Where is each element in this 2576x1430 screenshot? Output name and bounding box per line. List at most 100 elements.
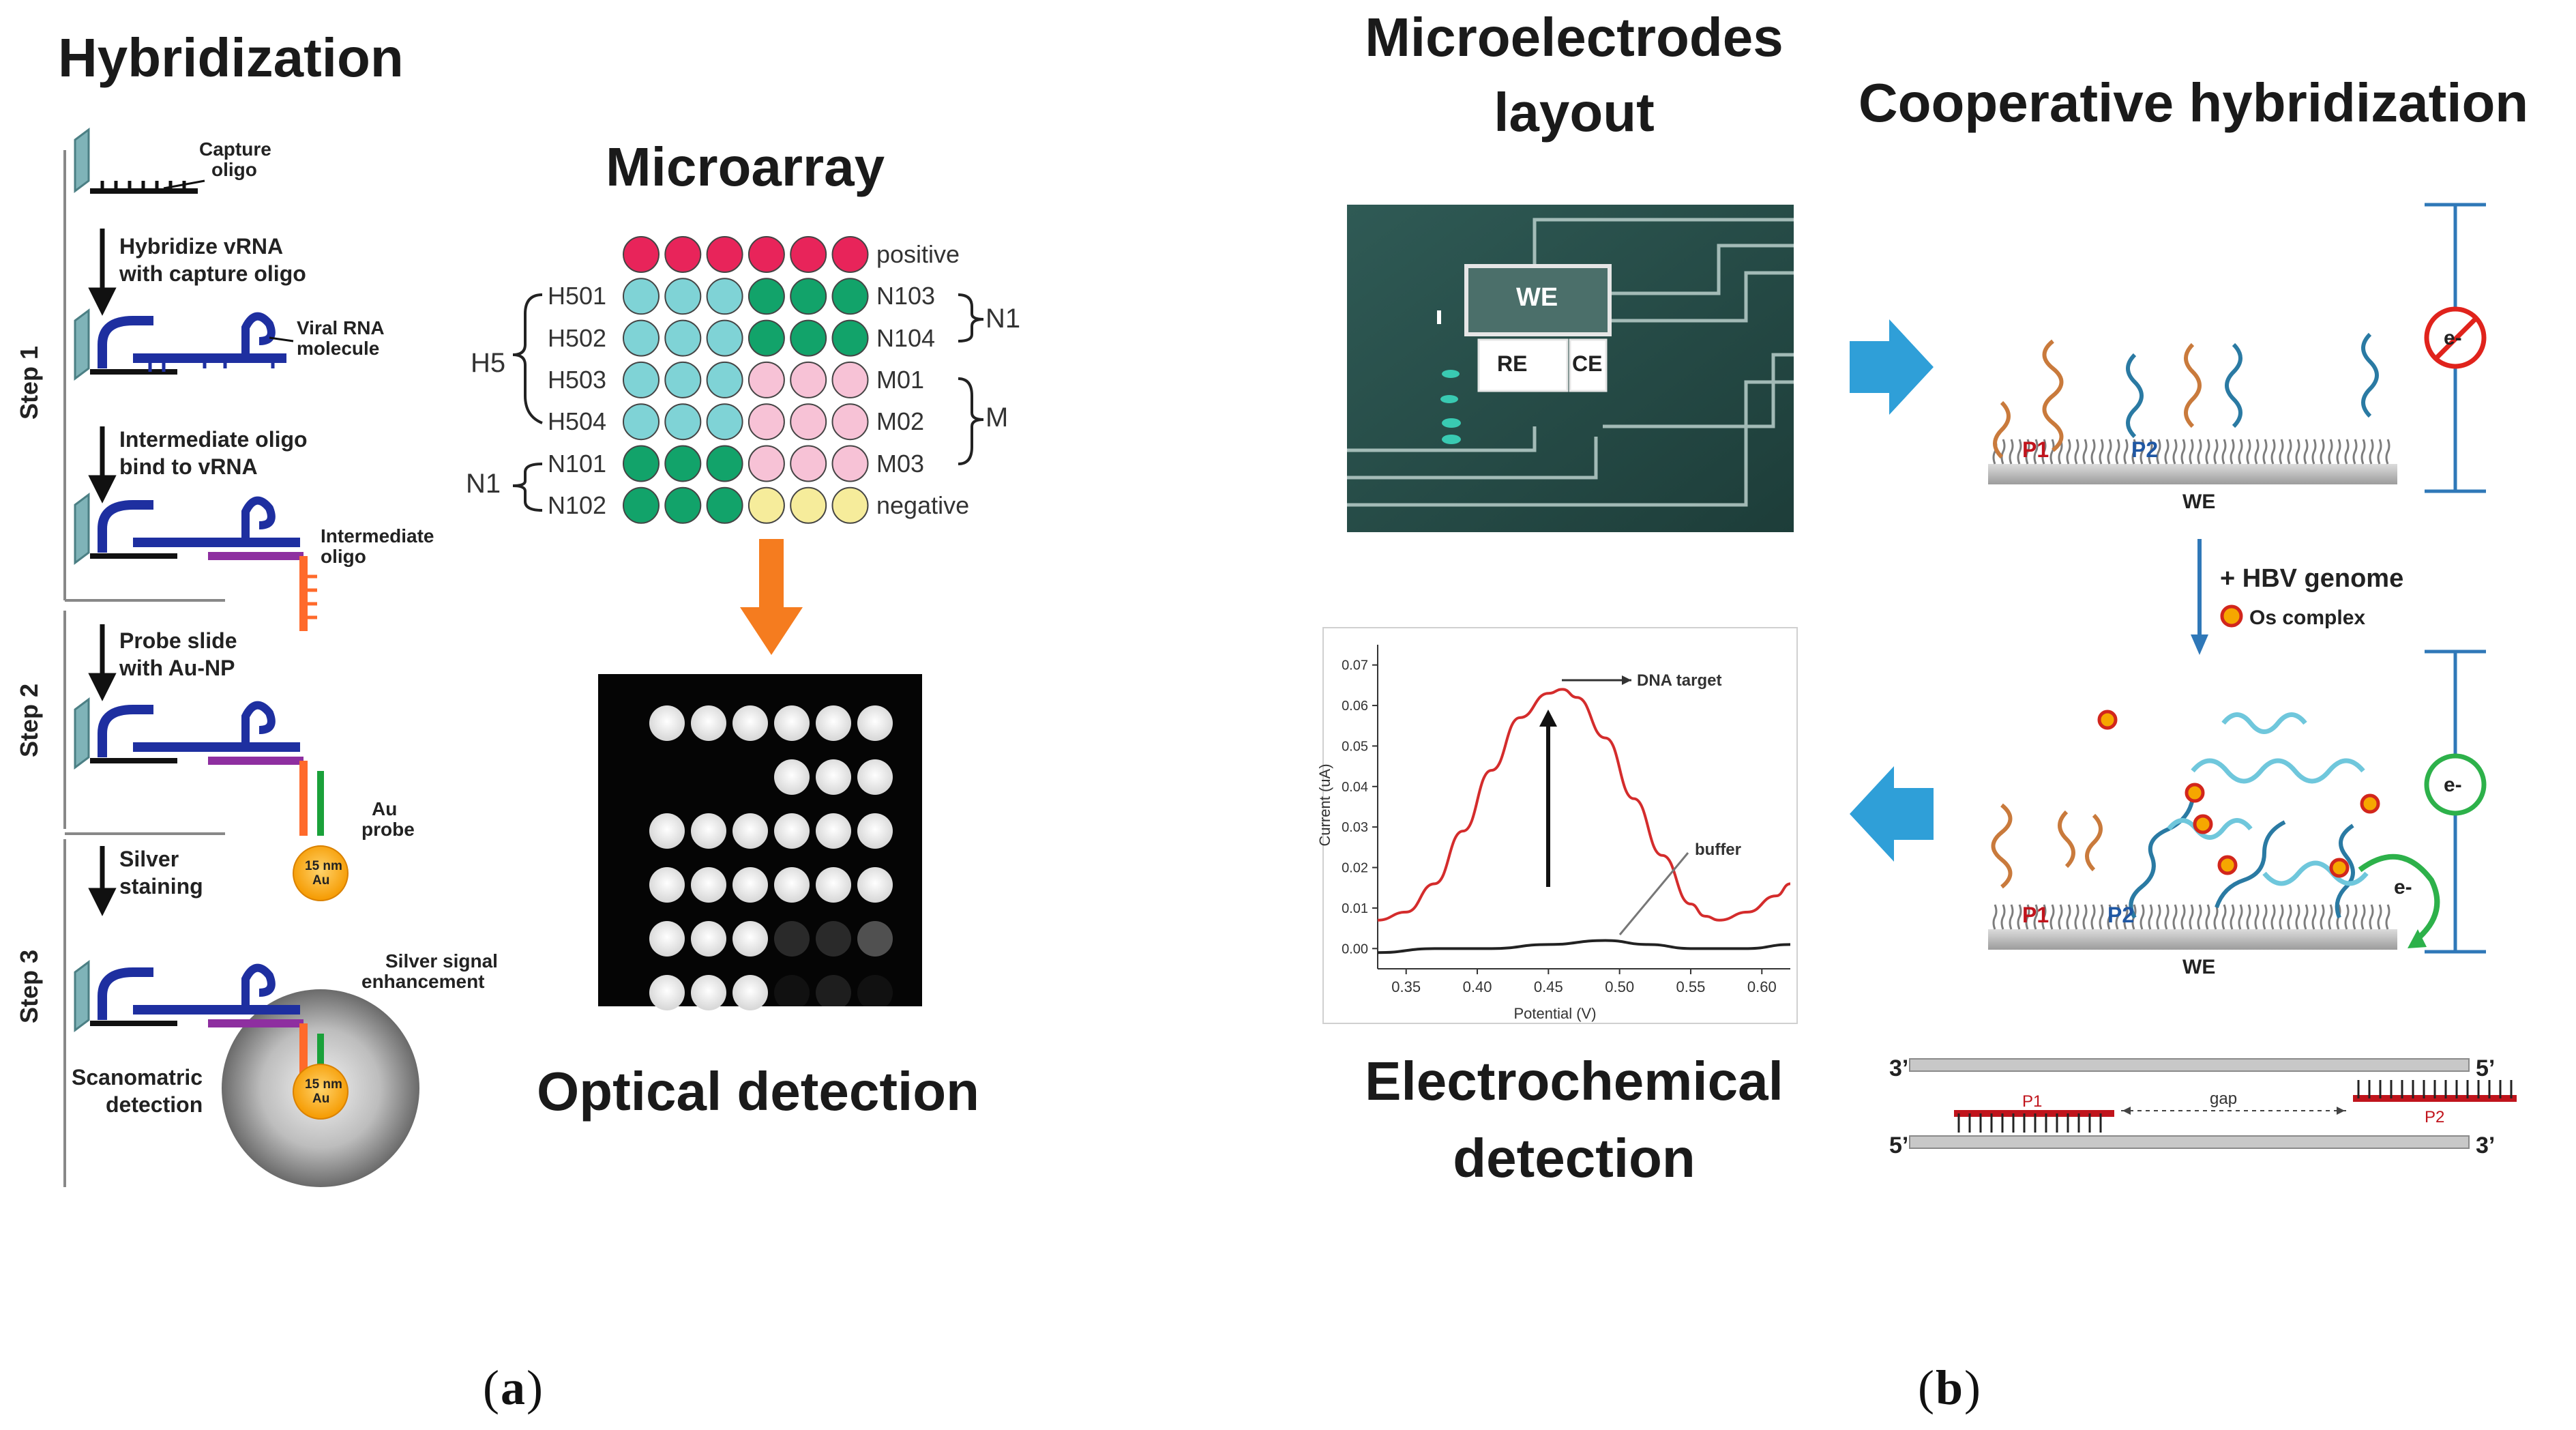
p1-label-top: P1: [2022, 437, 2049, 462]
ma-left-label-2: H503: [548, 366, 606, 394]
au-probe-label-2: probe: [361, 819, 415, 840]
microarray-spot: [623, 236, 660, 273]
microarray-spot: [706, 486, 743, 524]
step-dividers: [63, 150, 225, 1187]
microarray-spot: [623, 319, 660, 357]
step-arrows: [88, 229, 117, 916]
scanomatric-line-2: detection: [106, 1092, 203, 1117]
silver-signal-line-2: enhancement: [361, 971, 485, 992]
au-np-label-4: Au: [312, 1092, 329, 1106]
electron-transfer: e-: [2394, 876, 2412, 899]
increase-arrow-head: [1539, 710, 1557, 727]
optical-spot: [857, 921, 893, 957]
dna-target-leader-head: [1622, 675, 1631, 685]
hybridization-title: Hybridization: [58, 27, 404, 88]
ma-left-label-1: H502: [548, 324, 606, 352]
caption-b-open: (: [1918, 1360, 1934, 1415]
scanomatric-line-1: Scanomatric: [72, 1065, 203, 1090]
microarray-spot: [747, 236, 785, 273]
vrna-complex-1: [90, 312, 286, 375]
microarray-spot: [623, 486, 660, 524]
group-n1-left: N1: [466, 469, 501, 499]
gap-top-5prime: 5’: [2476, 1055, 2495, 1081]
optical-spot: [816, 867, 851, 903]
capture-label-1: Capture: [199, 138, 271, 160]
silver-signal-line-1: Silver signal: [385, 950, 498, 972]
group-h5: H5: [471, 348, 505, 378]
orange-down-arrow: [740, 539, 803, 655]
optical-spot: [857, 759, 893, 795]
optical-spot: [691, 813, 726, 849]
au-np-label-3: 15 nm: [305, 1077, 342, 1092]
ma-right-label-4: M02: [876, 407, 924, 435]
microarray-spot: [747, 403, 785, 441]
y-tick-label: 0.02: [1342, 861, 1368, 876]
ma-right-label-3: M01: [876, 366, 924, 394]
optical-spot: [649, 867, 685, 903]
vrna-complex-3: [90, 701, 349, 901]
step-2-label: Step 2: [15, 684, 43, 757]
ma-left-label-4: N101: [548, 450, 606, 478]
microarray-spot: [664, 403, 702, 441]
microarray-title: Microarray: [606, 136, 885, 197]
y-tick-label: 0.07: [1342, 658, 1368, 673]
hybridize-line-2: with capture oligo: [119, 261, 306, 286]
x-axis-label: Potential (V): [1513, 1005, 1596, 1022]
cooperative-title: Cooperative hybridization: [1859, 72, 2528, 133]
optical-spot: [732, 975, 768, 1010]
optical-spots: [649, 705, 893, 1010]
optical-spot: [649, 975, 685, 1010]
microarray-spot: [706, 319, 743, 357]
we-electrode-label: WE: [1516, 283, 1558, 312]
microarray-spot: [706, 403, 743, 441]
ce-electrode-label: CE: [1572, 351, 1602, 376]
ma-left-label-0: H501: [548, 282, 606, 310]
microarray-spot: [790, 319, 827, 357]
x-tick-label: 0.40: [1463, 978, 1492, 995]
microarray-spot: [623, 361, 660, 398]
we-label-top: WE: [2182, 491, 2215, 513]
microarray-labels: positive N103 N104 M01 M02 M03 negative …: [466, 240, 1020, 519]
optical-spot: [857, 975, 893, 1010]
gap-diagram: [1909, 1058, 2517, 1149]
microarray-spot: [664, 236, 702, 273]
ma-right-label-6: negative: [876, 491, 969, 519]
viral-rna-line-1: Viral RNA: [297, 317, 385, 338]
ma-left-label-5: N102: [548, 491, 606, 519]
microarray-spot: [706, 361, 743, 398]
caption-a-letter: a: [501, 1360, 525, 1415]
microarray-spot: [706, 278, 743, 315]
intermediate-line-1: Intermediate oligo: [119, 427, 308, 452]
group-n1-right: N1: [986, 304, 1020, 334]
caption-a-close: ): [527, 1360, 543, 1415]
x-tick-label: 0.45: [1534, 978, 1563, 995]
microarray-spot: [706, 445, 743, 482]
optical-spot: [732, 705, 768, 741]
caption-b-close: ): [1964, 1360, 1981, 1415]
optical-spot: [774, 705, 810, 741]
au-np-label-2: Au: [312, 873, 329, 888]
chart-series: [1377, 688, 1791, 954]
y-tick-label: 0.06: [1342, 699, 1368, 714]
microarray-spot: [664, 361, 702, 398]
microarray-spot: [623, 278, 660, 315]
x-tick-label: 0.55: [1676, 978, 1706, 995]
microarray-spot: [831, 445, 869, 482]
caption-b-letter: b: [1936, 1360, 1963, 1415]
probe-slide-line-2: with Au-NP: [119, 656, 235, 680]
legend-dna-target: DNA target: [1637, 671, 1721, 690]
microarray-spot: [747, 278, 785, 315]
optical-spot: [857, 813, 893, 849]
optical-spot: [691, 921, 726, 957]
we-label-bottom: WE: [2182, 956, 2215, 978]
optical-spot: [816, 975, 851, 1010]
y-axis-label: Current (uA): [1316, 763, 1333, 846]
microarray-spot: [706, 236, 743, 273]
step-3-label: Step 3: [15, 950, 43, 1023]
gap-bottom-3prime: 3’: [2476, 1133, 2495, 1158]
viral-rna-leader: [269, 336, 294, 342]
optical-spot: [816, 813, 851, 849]
viral-rna-line-2: molecule: [297, 338, 379, 359]
microarray-spot: [664, 486, 702, 524]
